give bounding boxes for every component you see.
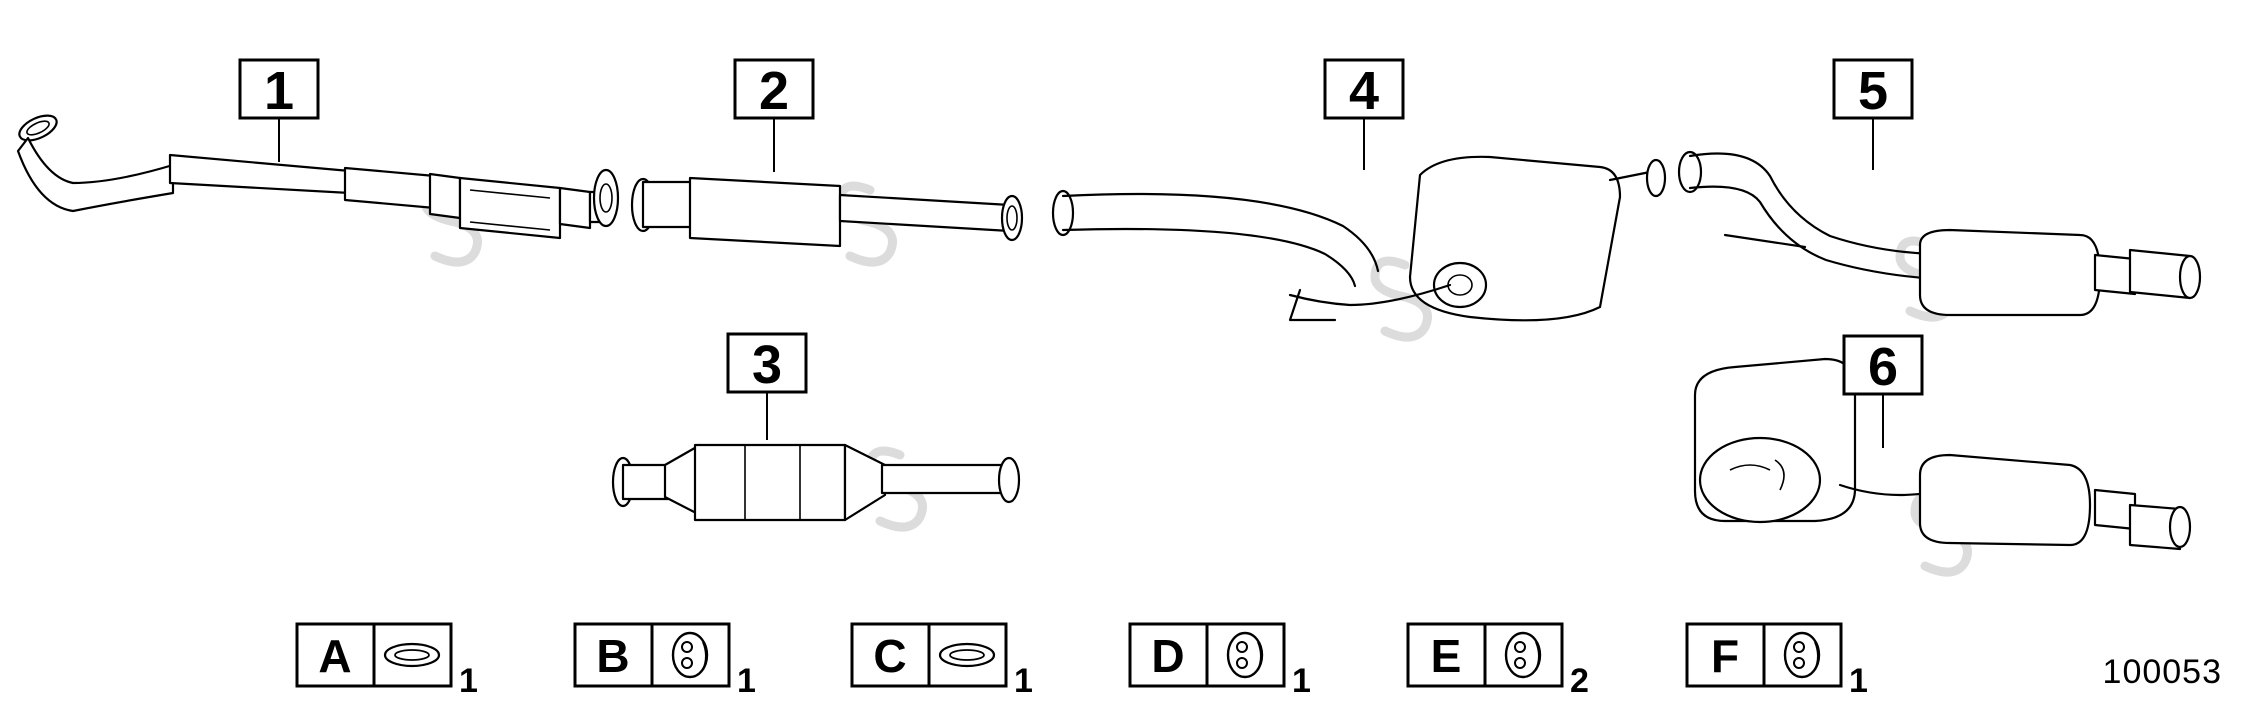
kit-c-qty: 1: [1014, 662, 1033, 700]
part-3-catalytic-converter: [611, 443, 1021, 522]
callout-5: 5: [1832, 58, 1914, 170]
callout-6: 6: [1842, 334, 1924, 448]
part-5-rear-silencer: [1677, 150, 2202, 317]
kit-e-qty: 2: [1570, 662, 1589, 700]
callout-2: 2: [733, 58, 815, 172]
kit-a-letter: A: [318, 630, 351, 682]
part-2-center-pipe: [630, 176, 1024, 248]
callout-4: 4: [1323, 58, 1405, 170]
callout-3-label: 3: [752, 335, 782, 395]
rubber-hanger-icon: [1504, 631, 1542, 679]
callout-5-label: 5: [1858, 61, 1888, 121]
callout-4-label: 4: [1349, 61, 1379, 121]
kit-b: B 1: [573, 622, 756, 700]
kit-a: A 1: [295, 622, 478, 700]
callout-2-label: 2: [759, 61, 789, 121]
part-1-front-pipe: [16, 114, 620, 240]
kit-f-letter: F: [1711, 630, 1739, 682]
gasket-ring-icon: [383, 642, 441, 668]
rubber-hanger-icon: [671, 631, 709, 679]
part-6-rear-muffler-assembly: [1693, 357, 2192, 551]
kit-b-letter: B: [596, 630, 629, 682]
gasket-ring-icon: [938, 642, 996, 668]
kit-b-qty: 1: [737, 662, 756, 700]
part-4-intermediate-muffler: [1051, 155, 1667, 322]
rubber-hanger-icon: [1226, 631, 1264, 679]
kit-a-qty: 1: [459, 662, 478, 700]
callout-1: 1: [238, 58, 320, 162]
callout-6-label: 6: [1868, 337, 1898, 397]
kit-c-letter: C: [873, 630, 906, 682]
kit-e-letter: E: [1431, 630, 1462, 682]
callout-3: 3: [726, 332, 808, 440]
kit-f: F 1: [1685, 622, 1868, 700]
rubber-hanger-icon: [1783, 631, 1821, 679]
kit-d-letter: D: [1151, 630, 1184, 682]
kit-d: D 1: [1128, 622, 1311, 700]
reference-number: 100053: [2103, 653, 2222, 691]
kit-e: E 2: [1406, 622, 1589, 700]
kit-f-qty: 1: [1849, 662, 1868, 700]
kit-c: C 1: [850, 622, 1033, 700]
callout-1-label: 1: [264, 61, 294, 121]
kit-d-qty: 1: [1292, 662, 1311, 700]
